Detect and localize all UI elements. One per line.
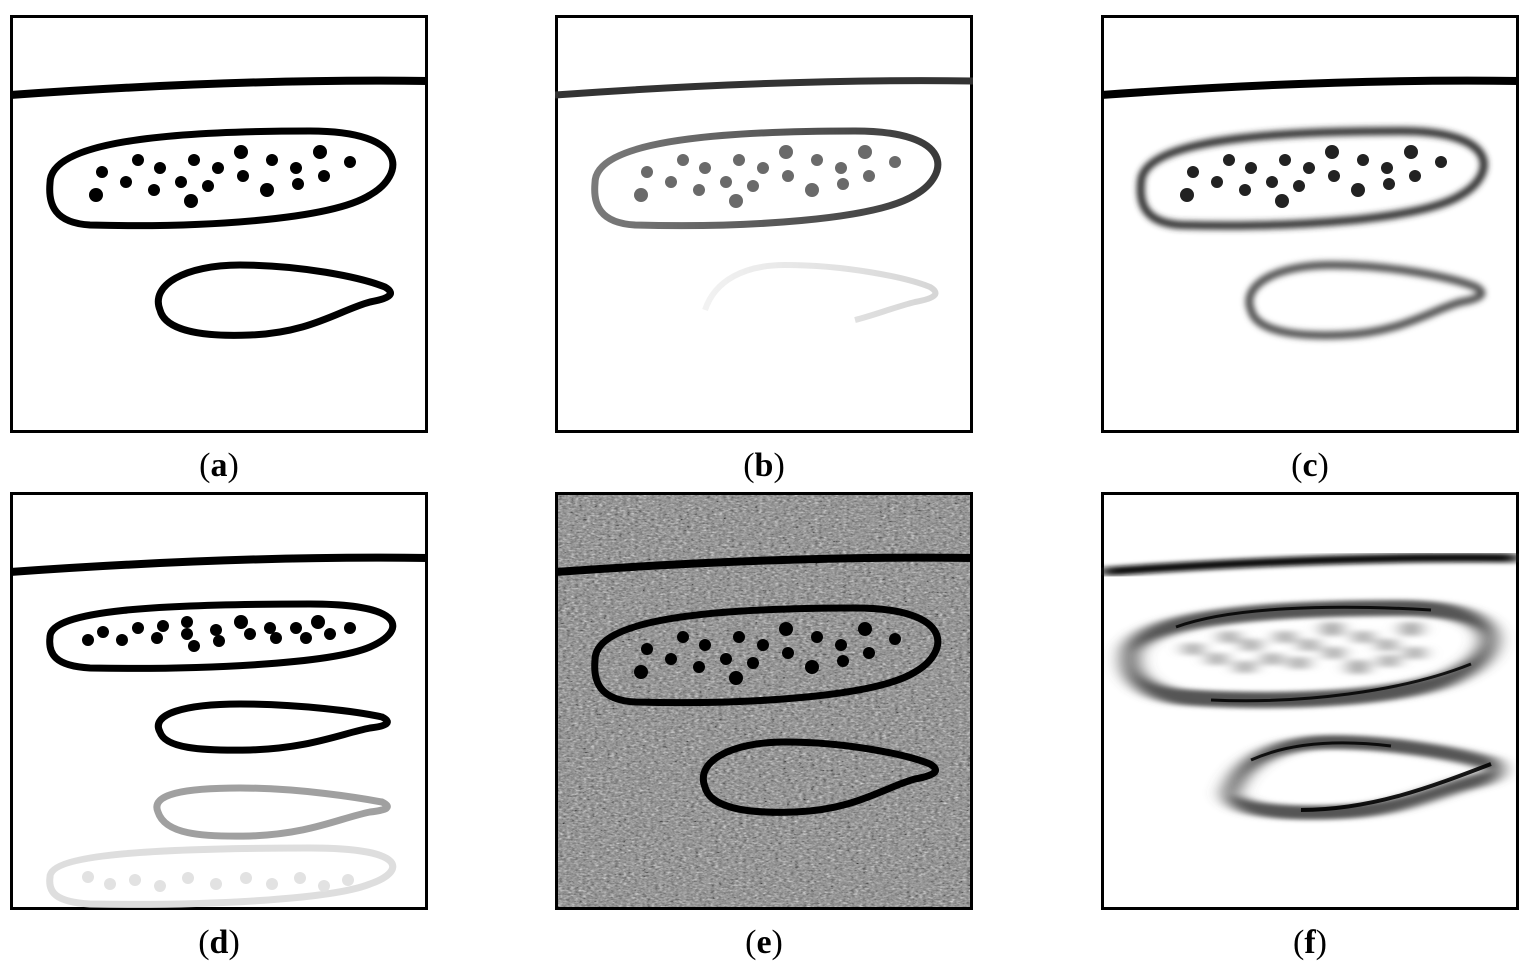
dots: [634, 145, 901, 208]
motion-blurred-structures: [1101, 553, 1519, 820]
panel-c-figure: [1101, 15, 1519, 433]
upper-ellipse: [46, 127, 397, 230]
surface-line: [1101, 76, 1519, 99]
caption-b: (b): [743, 447, 785, 484]
surface-line: [10, 76, 428, 99]
panel-b-figure: [555, 15, 973, 433]
panel-d-figure: [10, 492, 428, 910]
panel-e-figure: [555, 492, 973, 910]
dots: [634, 622, 901, 685]
panel-d: [10, 492, 428, 910]
caption-c: (c): [1291, 447, 1329, 484]
panel-b: [555, 15, 973, 433]
reflection-artifact-1: [153, 784, 391, 840]
panel-e: [555, 492, 973, 910]
panel-c: [1101, 15, 1519, 433]
reflection-artifact-2: [46, 844, 397, 908]
panel-a: [10, 15, 428, 433]
surface-line: [555, 77, 973, 99]
surface-line: [10, 553, 428, 576]
lower-blob-faded: [702, 261, 939, 323]
caption-e: (e): [745, 924, 783, 961]
dots: [82, 615, 356, 652]
surface-line: [555, 553, 973, 576]
blurred-structures: [1136, 126, 1488, 340]
lower-blob: [154, 700, 391, 754]
caption-f: (f): [1293, 924, 1327, 961]
upper-ellipse: [591, 604, 942, 707]
upper-ellipse: [591, 127, 942, 230]
upper-ellipse-compressed: [46, 600, 397, 672]
caption-d: (d): [198, 924, 240, 961]
panel-f-figure: [1101, 492, 1519, 910]
panel-a-figure: [10, 15, 428, 433]
lower-blob: [154, 261, 394, 339]
dots: [89, 145, 356, 208]
lower-blob: [699, 738, 939, 816]
panel-frame: [555, 492, 973, 910]
panel-f: [1101, 492, 1519, 910]
dots: [1180, 145, 1447, 208]
caption-a: (a): [199, 447, 239, 484]
